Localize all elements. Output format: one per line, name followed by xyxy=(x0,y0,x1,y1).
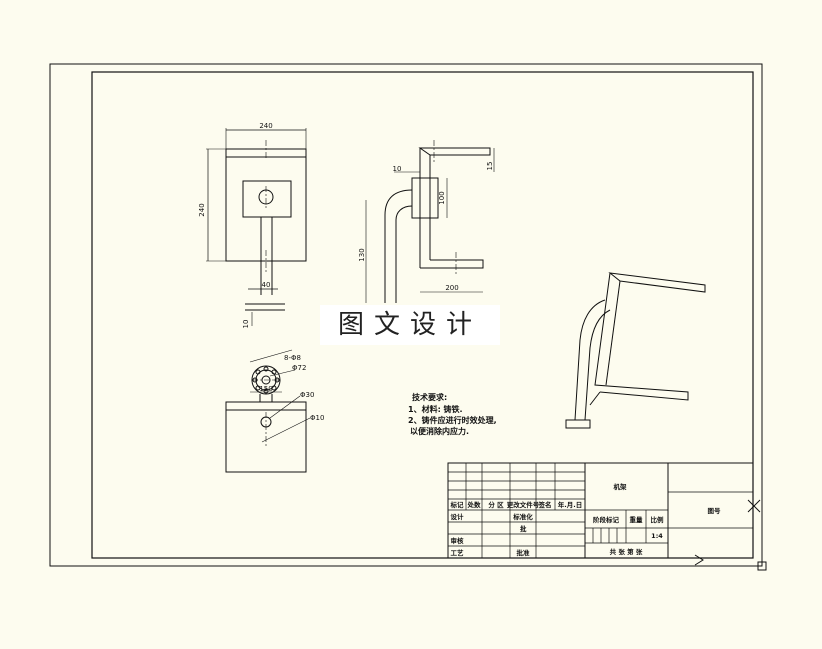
tb-process: 工艺 xyxy=(451,548,465,557)
tb-review: 审核 xyxy=(451,536,465,545)
side-view xyxy=(365,140,495,303)
isometric-view xyxy=(565,272,706,429)
dim-base-offset: 10 xyxy=(242,320,250,329)
tb-stage-mark: 阶段标记 xyxy=(593,515,620,524)
tb-part-name: 机架 xyxy=(614,482,628,491)
dim-side-base: 200 xyxy=(445,284,458,292)
watermark-label: 图文设计 xyxy=(320,305,500,345)
dim-bolt-hole: 8-Φ8 xyxy=(284,354,301,362)
dim-side-stem: 130 xyxy=(358,248,366,261)
tb-weight: 重量 xyxy=(630,515,644,524)
tb-change-doc: 更改文件号 xyxy=(507,500,540,509)
tb-approve: 批准 xyxy=(517,548,531,557)
tb-standardize: 标准化 xyxy=(512,512,533,521)
dim-side-small: 15 xyxy=(486,162,494,171)
inner-border xyxy=(91,71,754,559)
tb-small-char: 批 xyxy=(520,524,527,533)
dim-bolt-circle: Φ72 xyxy=(292,364,306,372)
notes-line-1: 1、材料: 铸铁. xyxy=(408,404,463,414)
tb-design: 设计 xyxy=(451,512,465,521)
dim-front-width: 240 xyxy=(259,122,272,130)
notes-line-3: 以便消除内应力. xyxy=(410,426,469,436)
outer-border xyxy=(49,63,763,567)
dim-centre-hole: Φ10 xyxy=(310,414,324,422)
tb-zone: 分 区 xyxy=(488,500,504,509)
tb-date: 年.月.日 xyxy=(558,500,582,509)
tb-scale: 比例 xyxy=(651,515,665,524)
dim-front-height: 240 xyxy=(198,203,206,216)
tb-signature: 签名 xyxy=(538,500,552,509)
title-block xyxy=(447,462,754,559)
tb-sheets: 共 张 第 张 xyxy=(610,547,643,556)
tb-count: 处数 xyxy=(467,500,482,509)
notes-line-2: 2、铸件应进行时效处理, xyxy=(408,415,497,425)
dim-flange-dia: Φ30 xyxy=(300,391,314,399)
front-view xyxy=(206,128,307,326)
dim-stem-width: 40 xyxy=(262,281,271,289)
top-view xyxy=(225,349,311,473)
dim-side-top: 10 xyxy=(393,165,402,173)
tb-drawing-no: 图号 xyxy=(708,506,722,515)
tb-scale-value: 1:4 xyxy=(651,532,663,540)
dim-flange-width: 150 xyxy=(259,385,272,393)
tb-mark: 标记 xyxy=(450,500,465,509)
dim-side-web: 100 xyxy=(438,191,446,204)
corner-marks xyxy=(694,499,767,571)
notes-heading: 技术要求: xyxy=(412,392,447,402)
